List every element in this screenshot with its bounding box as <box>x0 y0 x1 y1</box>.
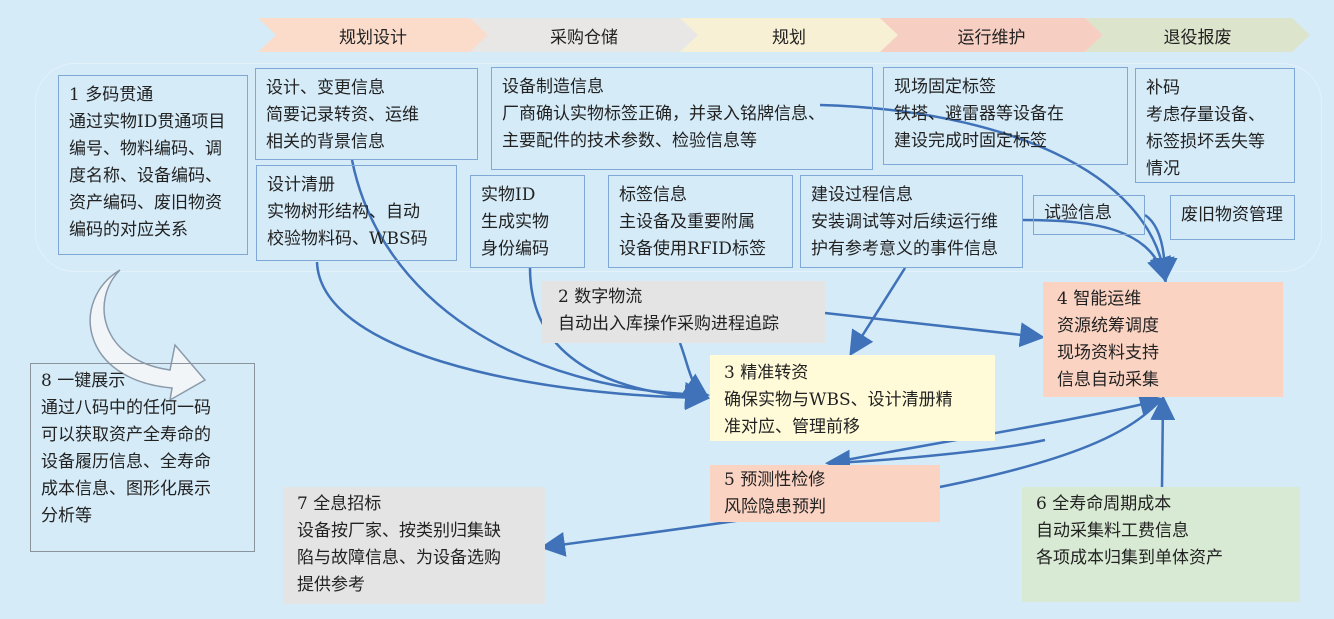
box-text: 各项成本归集到单体资产 <box>1036 548 1223 568</box>
box-text: 生成实物 <box>481 212 549 232</box>
design-list-box: 设计清册实物树形结构、自动校验物料码、WBS码 <box>256 165 457 261</box>
stage-procurement: 采购仓储 <box>470 18 698 52</box>
box-text: 设备使用RFID标签 <box>619 239 766 259</box>
box-text: 护有参考意义的事件信息 <box>811 239 998 259</box>
box-text: 成本信息、图形化展示 <box>41 479 211 499</box>
box-text: 标签损坏丢失等 <box>1146 132 1265 152</box>
multi-code-box: 1 多码贯通通过实物ID贯通项目编号、物料编码、调度名称、设备编码、资产编码、废… <box>58 75 248 255</box>
box-text: 提供参考 <box>297 575 365 595</box>
stage-planning: 规划 <box>680 18 898 52</box>
box-text: 通过实物ID贯通项目 <box>69 112 226 132</box>
label-info-box: 标签信息主设备及重要附属设备使用RFID标签 <box>608 175 793 268</box>
box-text: 相关的背景信息 <box>266 132 385 152</box>
box-title: 6 全寿命周期成本 <box>1036 494 1172 514</box>
recode-box: 补码考虑存量设备、标签损坏丢失等情况 <box>1135 68 1295 183</box>
digital-logistics-box: 2 数字物流自动出入库操作采购进程追踪 <box>542 281 825 343</box>
box-text: 信息自动采集 <box>1057 370 1159 390</box>
box-text: 风险隐患预判 <box>724 497 826 517</box>
holographic-bidding-box: 7 全息招标设备按厂家、按类别归集缺陷与故障信息、为设备选购提供参考 <box>283 487 545 604</box>
box-title: 设备制造信息 <box>502 77 604 97</box>
manufacture-info-box: 设备制造信息厂商确认实物标签正确，并录入铭牌信息、主要配件的技术参数、检验信息等 <box>491 67 873 170</box>
design-change-box: 设计、变更信息简要记录转资、运维相关的背景信息 <box>255 68 478 160</box>
box-text: 简要记录转资、运维 <box>266 105 419 125</box>
box-title: 7 全息招标 <box>297 494 382 514</box>
scrap-management-box: 废旧物资管理 <box>1170 195 1295 240</box>
box-title: 建设过程信息 <box>811 185 913 205</box>
box-title: 现场固定标签 <box>894 77 996 97</box>
box-text: 可以获取资产全寿命的 <box>41 425 211 445</box>
box-text: 陷与故障信息、为设备选购 <box>297 548 501 568</box>
box-text: 编号、物料编码、调 <box>69 139 222 159</box>
lifecycle-cost-box: 6 全寿命周期成本自动采集料工费信息各项成本归集到单体资产 <box>1022 487 1300 602</box>
box-text: 分析等 <box>41 506 92 526</box>
box-text: 自动出入库操作采购进程追踪 <box>558 314 779 334</box>
box-title: 试验信息 <box>1044 203 1112 223</box>
box-text: 确保实物与WBS、设计清册精 <box>724 390 953 410</box>
box-text: 安装调试等对后续运行维 <box>811 212 998 232</box>
box-text: 自动采集料工费信息 <box>1036 521 1189 541</box>
info-sources-container <box>35 63 1322 272</box>
stage-planning-design: 规划设计 <box>258 18 488 52</box>
box-title: 1 多码贯通 <box>69 85 154 105</box>
construction-info-box: 建设过程信息安装调试等对后续运行维护有参考意义的事件信息 <box>800 175 1023 268</box>
big-curved-arrow <box>89 269 207 402</box>
box-text: 通过八码中的任何一码 <box>41 398 211 418</box>
box-title: 4 智能运维 <box>1057 289 1142 309</box>
precise-transfer-box: 3 精准转资确保实物与WBS、设计清册精准对应、管理前移 <box>710 355 995 441</box>
box-title: 废旧物资管理 <box>1181 205 1283 225</box>
box-text: 编码的对应关系 <box>69 220 188 240</box>
box-text: 主设备及重要附属 <box>619 212 755 232</box>
box-text: 厂商确认实物标签正确，并录入铭牌信息、 <box>502 104 825 124</box>
box-title: 3 精准转资 <box>724 363 809 383</box>
box-text: 实物树形结构、自动 <box>267 202 420 222</box>
box-text: 铁塔、避雷器等设备在 <box>894 104 1064 124</box>
stage-operation: 运行维护 <box>880 18 1103 52</box>
site-label-box: 现场固定标签铁塔、避雷器等设备在建设完成时固定标签 <box>883 67 1128 165</box>
box-title: 实物ID <box>481 185 536 205</box>
box-title: 2 数字物流 <box>558 287 643 307</box>
box-title: 补码 <box>1146 78 1180 98</box>
box-text: 建设完成时固定标签 <box>894 131 1047 151</box>
box-text: 准对应、管理前移 <box>724 417 860 437</box>
box-title: 设计、变更信息 <box>266 78 385 98</box>
box-text: 情况 <box>1146 159 1180 179</box>
test-info-box: 试验信息 <box>1033 195 1145 235</box>
box-text: 身份编码 <box>481 239 549 259</box>
box-text: 资产编码、废旧物资 <box>69 193 222 213</box>
physical-id-box: 实物ID 生成实物身份编码 <box>470 175 585 268</box>
box-title: 5 预测性检修 <box>724 470 826 490</box>
box-title: 8 一键展示 <box>41 371 126 391</box>
box-text: 校验物料码、WBS码 <box>267 229 428 249</box>
box-text: 设备按厂家、按类别归集缺 <box>297 521 501 541</box>
box-text: 设备履历信息、全寿命 <box>41 452 211 472</box>
box-title: 设计清册 <box>267 175 335 195</box>
box-text: 资源统筹调度 <box>1057 316 1159 336</box>
stage-retirement: 退役报废 <box>1085 18 1310 52</box>
one-click-display-box: 8 一键展示通过八码中的任何一码可以获取资产全寿命的设备履历信息、全寿命成本信息… <box>30 363 255 552</box>
box-text: 考虑存量设备、 <box>1146 105 1265 125</box>
predictive-maintenance-box: 5 预测性检修风险隐患预判 <box>710 465 940 522</box>
box-title: 标签信息 <box>619 185 687 205</box>
box-text: 度名称、设备编码、 <box>69 166 222 186</box>
box-text: 现场资料支持 <box>1057 343 1159 363</box>
box-text: 主要配件的技术参数、检验信息等 <box>502 131 757 151</box>
smart-maintenance-box: 4 智能运维资源统筹调度现场资料支持信息自动采集 <box>1043 282 1283 397</box>
